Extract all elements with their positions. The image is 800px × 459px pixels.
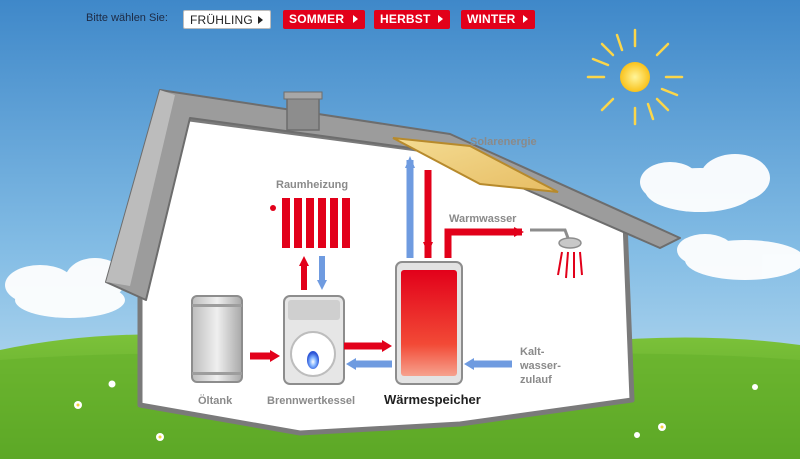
season-label-summer: SOMMER xyxy=(289,12,345,26)
label-oil-tank: Öltank xyxy=(198,395,233,407)
label-cold-water-1: Kalt- xyxy=(520,346,545,358)
radiator-icon xyxy=(270,198,350,248)
label-heat-storage: Wärmespeicher xyxy=(384,392,481,407)
solar-pipes xyxy=(405,156,433,258)
heat-storage-tank xyxy=(395,261,463,385)
solar-panel xyxy=(392,137,559,193)
play-icon xyxy=(438,15,443,23)
flame-icon xyxy=(307,351,319,369)
heating-pipes xyxy=(299,256,327,290)
season-button-winter[interactable]: WINTER xyxy=(461,10,535,29)
label-condensing-boiler: Brennwertkessel xyxy=(267,395,356,407)
oil-flow-arrow xyxy=(250,350,280,362)
cold-water-inlet xyxy=(464,358,512,370)
label-cold-water-3: zulauf xyxy=(520,374,552,386)
cloud-right xyxy=(640,154,800,280)
label-cold-water-2: wasser- xyxy=(520,360,561,372)
warm-water-pipe xyxy=(444,227,524,258)
label-solar-energy: Solarenergie xyxy=(470,136,537,148)
season-prompt: Bitte wählen Sie: xyxy=(86,12,168,24)
chimney xyxy=(286,95,320,131)
label-room-heating: Raumheizung xyxy=(276,179,349,191)
boiler xyxy=(283,295,345,385)
season-label-autumn: HERBST xyxy=(380,12,431,26)
season-button-spring[interactable]: FRÜHLING xyxy=(183,10,271,29)
season-label-spring: FRÜHLING xyxy=(190,13,253,27)
season-label-winter: WINTER xyxy=(467,12,516,26)
season-button-autumn[interactable]: HERBST xyxy=(374,10,450,29)
cloud-left xyxy=(5,258,125,318)
label-warm-water: Warmwasser xyxy=(449,213,517,225)
season-button-summer[interactable]: SOMMER xyxy=(283,10,365,29)
play-icon xyxy=(353,15,358,23)
boiler-storage-pipes xyxy=(344,340,392,370)
shower-icon xyxy=(530,228,583,279)
sun-icon xyxy=(586,28,684,126)
flower-icon xyxy=(74,380,758,441)
play-icon xyxy=(523,15,528,23)
play-icon xyxy=(258,16,263,24)
oil-tank xyxy=(191,295,243,383)
